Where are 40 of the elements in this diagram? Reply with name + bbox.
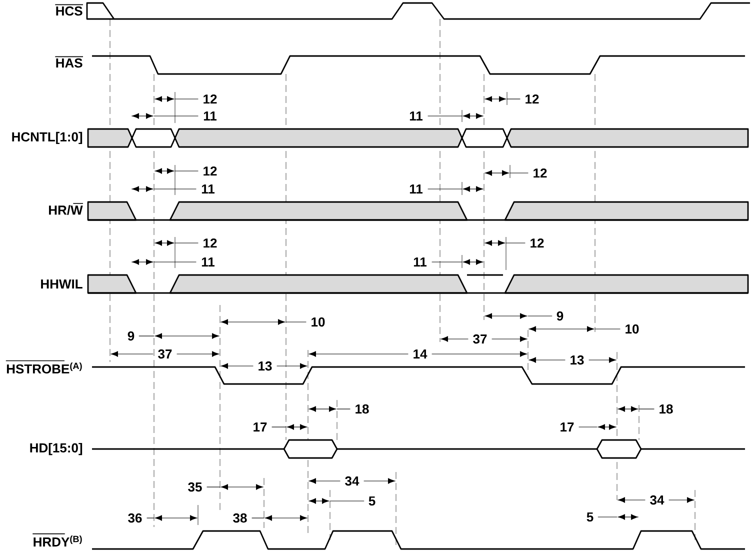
signal-label: HSTROBE$^{(A)}$ [6,360,82,374]
timing-parameter: 37 [473,334,487,344]
timing-parameter: 12 [526,94,539,104]
signal-label: HD[15:0] [30,442,82,456]
timing-parameter: 34 [345,476,360,486]
timing-parameter: 9 [556,311,564,321]
timing-parameter: 11 [410,112,423,120]
signal-label: HHWIL [41,280,82,288]
timing-parameter: 5 [368,496,376,506]
timing-parameter: 12 [204,238,217,248]
timing-parameter: 38 [233,513,247,523]
signal-label: HRDY$^{(B)}$ [32,533,82,546]
timing-parameter: 17 [560,422,574,432]
signal-label: HCS [54,4,84,16]
timing-parameter: 36 [128,513,142,523]
timing-parameter: 34 [650,495,664,505]
timing-parameter: 37 [158,349,172,359]
timing-parameter: 10 [312,317,325,327]
timing-parameter: 11 [202,184,215,194]
timing-parameter: 12 [204,166,217,176]
timing-parameter: 10 [626,324,639,334]
timing-parameter: 14 [414,350,428,358]
timing-parameter: 11 [414,258,427,266]
timing-parameter: 11 [202,258,215,266]
timing-parameter: 35 [188,482,202,492]
timing-parameter: 18 [356,404,369,414]
signal-label: HAS [54,56,84,68]
signal-label: HR/W [49,203,84,215]
timing-parameter: 11 [204,112,217,120]
timing-parameter: 12 [534,168,547,178]
timing-parameter: 11 [410,184,423,194]
timing-parameter: 5 [586,512,594,522]
timing-parameter: 12 [204,94,217,104]
timing-parameter: 12 [530,238,544,248]
signal-label: HCNTL[1:0] [12,132,82,144]
timing-parameter: 17 [254,422,267,432]
timing-parameter: 9 [128,331,134,341]
timing-parameter: 13 [570,355,584,365]
timing-parameter: 13 [258,361,272,371]
timing-parameter: 18 [660,404,673,414]
